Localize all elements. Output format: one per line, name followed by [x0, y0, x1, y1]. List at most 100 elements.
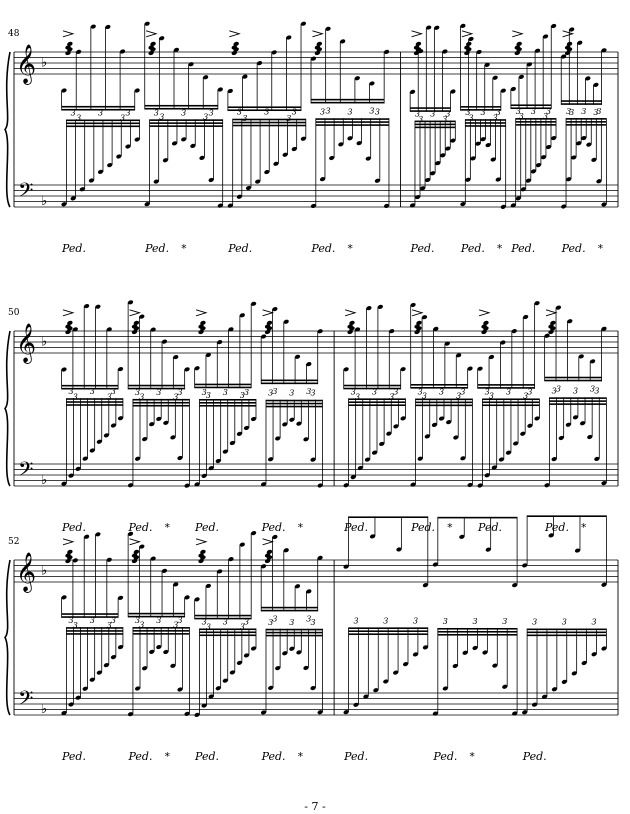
treble-clef-icon: 𝄞 — [16, 552, 36, 593]
accent-mark — [129, 538, 142, 546]
chord-note — [483, 320, 489, 326]
flat-icon: ♭ — [41, 55, 47, 70]
beam — [348, 401, 406, 404]
tuplet-number: 3 — [111, 616, 116, 625]
note-head — [171, 141, 178, 146]
note-head — [303, 437, 309, 442]
chord-note — [150, 41, 156, 47]
note-head — [460, 201, 466, 207]
note-head — [83, 303, 90, 309]
bass-clef-icon: 𝄢 — [18, 457, 33, 485]
tuplet-number: 3 — [326, 106, 331, 115]
note-head — [162, 158, 169, 163]
beam — [343, 384, 401, 387]
note-head — [75, 466, 81, 471]
chord-note — [231, 50, 237, 56]
note-head — [170, 663, 176, 668]
note-head — [134, 137, 140, 142]
accent-mark — [411, 30, 424, 38]
note-head — [70, 196, 76, 201]
tuplet-number: 3 — [289, 389, 294, 398]
note-head — [484, 473, 490, 478]
note-head — [383, 679, 389, 684]
beam — [437, 627, 518, 630]
note-head — [190, 143, 196, 148]
note-head — [317, 329, 323, 334]
beam — [549, 403, 607, 405]
note-head — [203, 75, 209, 80]
beam — [265, 634, 323, 637]
note-head — [500, 88, 506, 93]
tuplet-number: 3 — [135, 616, 140, 625]
beam — [61, 384, 119, 387]
note-head — [369, 534, 376, 539]
note-head — [163, 420, 169, 425]
tuplet-number: 3 — [465, 108, 470, 117]
note-head — [356, 141, 362, 146]
note-head — [310, 685, 316, 691]
note-head — [530, 169, 537, 174]
tuplet-number: 3 — [496, 108, 501, 117]
note-head — [371, 450, 378, 455]
note-head — [61, 595, 67, 600]
note-head — [354, 327, 361, 332]
tuplet-number: 3 — [272, 614, 277, 623]
note-head — [134, 456, 141, 461]
note-head — [452, 663, 458, 669]
note-head — [551, 135, 557, 141]
tuplet-number: 3 — [76, 114, 81, 123]
note-head — [585, 76, 591, 81]
beam — [128, 612, 185, 615]
note-head — [440, 153, 446, 158]
beam — [414, 123, 456, 126]
brace — [4, 559, 11, 716]
tuplet-number: 3 — [502, 617, 507, 626]
note-head — [551, 457, 557, 462]
note-head — [250, 531, 257, 536]
note-head — [450, 89, 456, 94]
tuplet-number: 3 — [135, 388, 140, 397]
note-head — [555, 305, 562, 310]
pedal-marking: Ped. — [343, 521, 368, 534]
tuplet-number: 3 — [242, 114, 247, 123]
note-head — [227, 203, 233, 208]
note-head — [438, 416, 445, 421]
tuplet-number: 3 — [73, 621, 78, 630]
tuplet-number: 3 — [481, 108, 486, 117]
beam — [132, 633, 190, 635]
note-head — [260, 710, 267, 715]
note-head — [442, 49, 448, 54]
beam — [66, 398, 123, 400]
chord-note — [131, 558, 138, 564]
tuplet-number: 3 — [292, 108, 297, 117]
note-head — [393, 424, 399, 429]
note-head — [534, 301, 540, 306]
chord-note — [548, 324, 554, 329]
note-head — [236, 194, 243, 199]
treble-clef-icon: 𝄞 — [16, 44, 36, 85]
accent-mark — [562, 30, 575, 38]
note-head — [188, 62, 194, 67]
note-head — [353, 702, 359, 707]
beam — [477, 384, 535, 386]
beam — [437, 630, 518, 633]
note-head — [462, 650, 468, 655]
beam — [199, 401, 256, 404]
note-head — [61, 202, 67, 207]
note-head — [83, 534, 90, 539]
note-head — [470, 156, 476, 161]
note-head — [306, 362, 312, 367]
treble-clef-icon: 𝄞 — [16, 323, 36, 364]
note-head — [383, 49, 390, 54]
note-head — [68, 473, 74, 478]
note-head — [289, 646, 295, 651]
note-head — [492, 75, 498, 80]
beam — [311, 101, 385, 104]
chord-note — [67, 549, 73, 555]
chord-note — [67, 41, 73, 47]
note-head — [420, 186, 426, 191]
note-head — [500, 204, 506, 209]
beam — [132, 630, 190, 632]
note-head — [578, 354, 584, 359]
note-head — [76, 49, 82, 54]
